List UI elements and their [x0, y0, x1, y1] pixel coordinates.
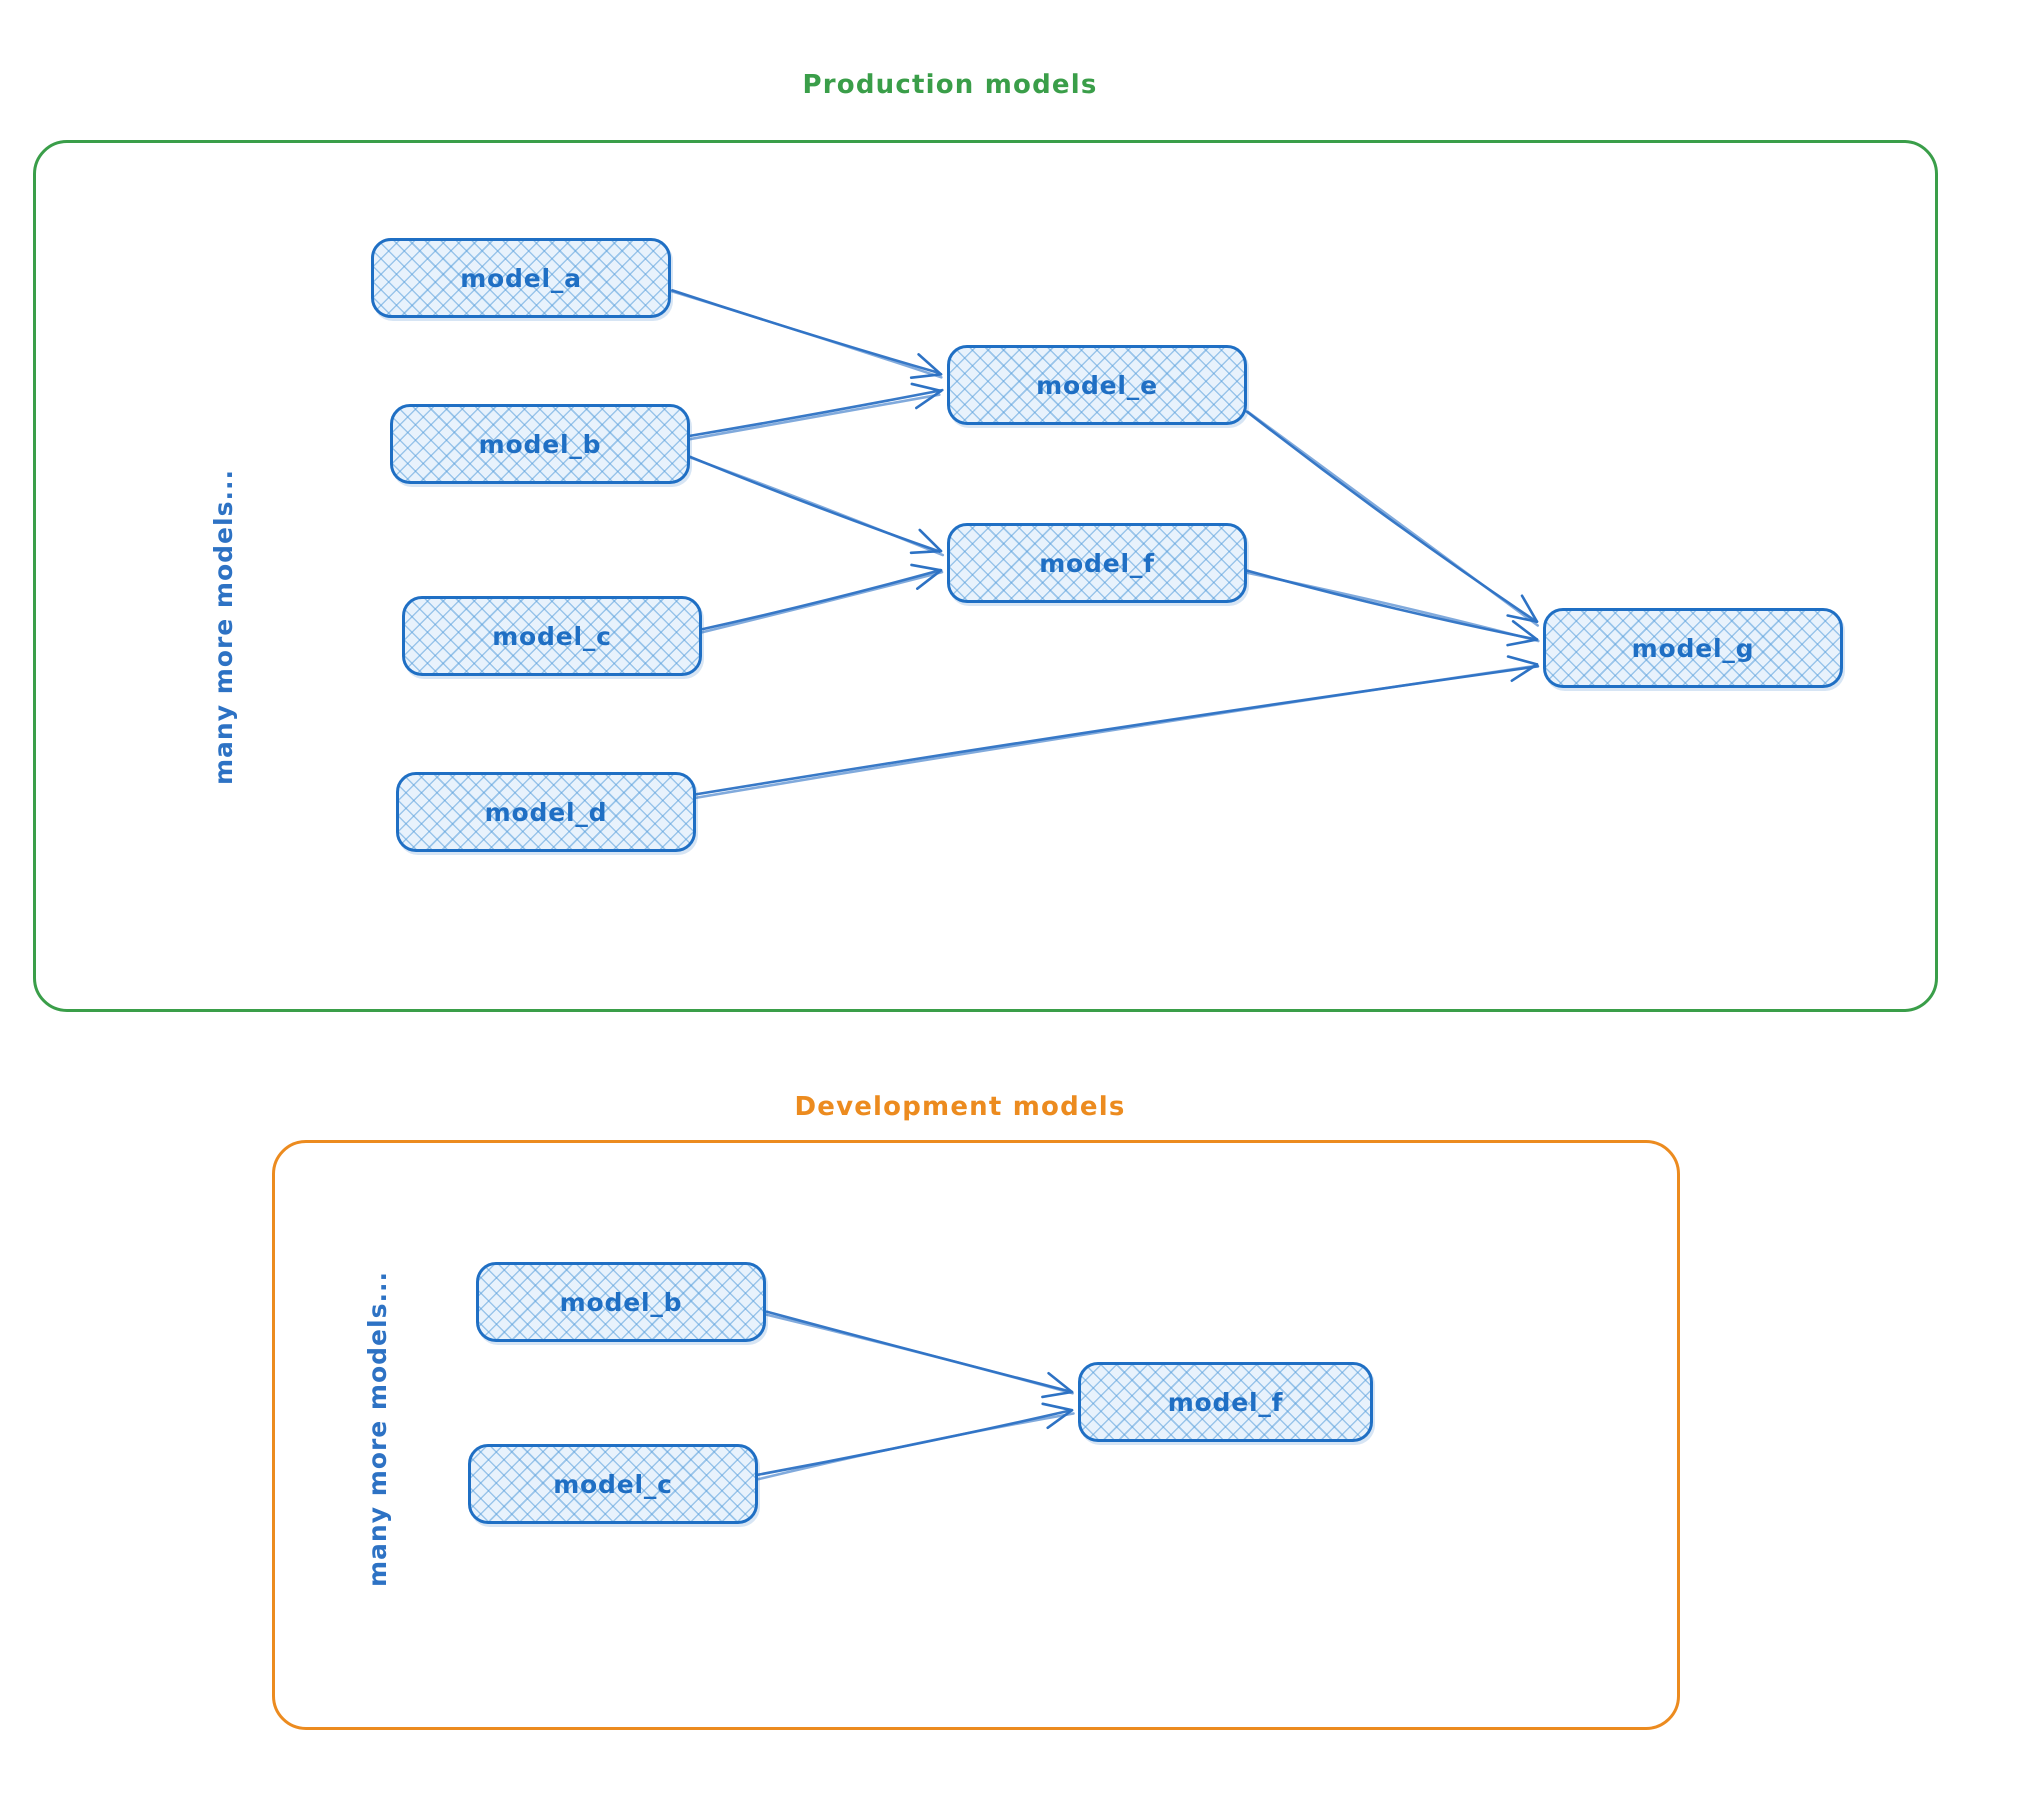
node-label: model_b: [478, 429, 602, 459]
node-label: model_c: [553, 1469, 673, 1499]
group-title-production: Production models: [802, 70, 1098, 100]
node-label: model_f: [1167, 1387, 1284, 1417]
node-prod_model_b[interactable]: model_b: [390, 404, 690, 484]
node-prod_model_d[interactable]: model_d: [396, 772, 696, 852]
side-note-production: many more models...: [209, 469, 238, 785]
node-label: model_e: [1036, 370, 1158, 400]
node-prod_model_e[interactable]: model_e: [947, 345, 1247, 425]
node-prod_model_a[interactable]: model_a: [371, 238, 671, 318]
node-label: model_f: [1039, 548, 1155, 578]
node-dev_model_b[interactable]: model_b: [476, 1262, 766, 1342]
node-label: model_a: [460, 263, 582, 293]
node-label: model_d: [484, 797, 608, 827]
node-dev_model_f[interactable]: model_f: [1078, 1362, 1373, 1442]
side-note-development: many more models...: [363, 1271, 392, 1587]
node-label: model_b: [559, 1287, 683, 1317]
node-label: model_c: [492, 621, 612, 651]
group-title-development: Development models: [794, 1092, 1126, 1122]
group-frame-production: [33, 140, 1938, 1012]
node-label: model_g: [1631, 633, 1755, 663]
node-prod_model_c[interactable]: model_c: [402, 596, 702, 676]
node-dev_model_c[interactable]: model_c: [468, 1444, 758, 1524]
node-prod_model_f[interactable]: model_f: [947, 523, 1247, 603]
node-prod_model_g[interactable]: model_g: [1543, 608, 1843, 688]
group-frame-development: [272, 1140, 1680, 1730]
